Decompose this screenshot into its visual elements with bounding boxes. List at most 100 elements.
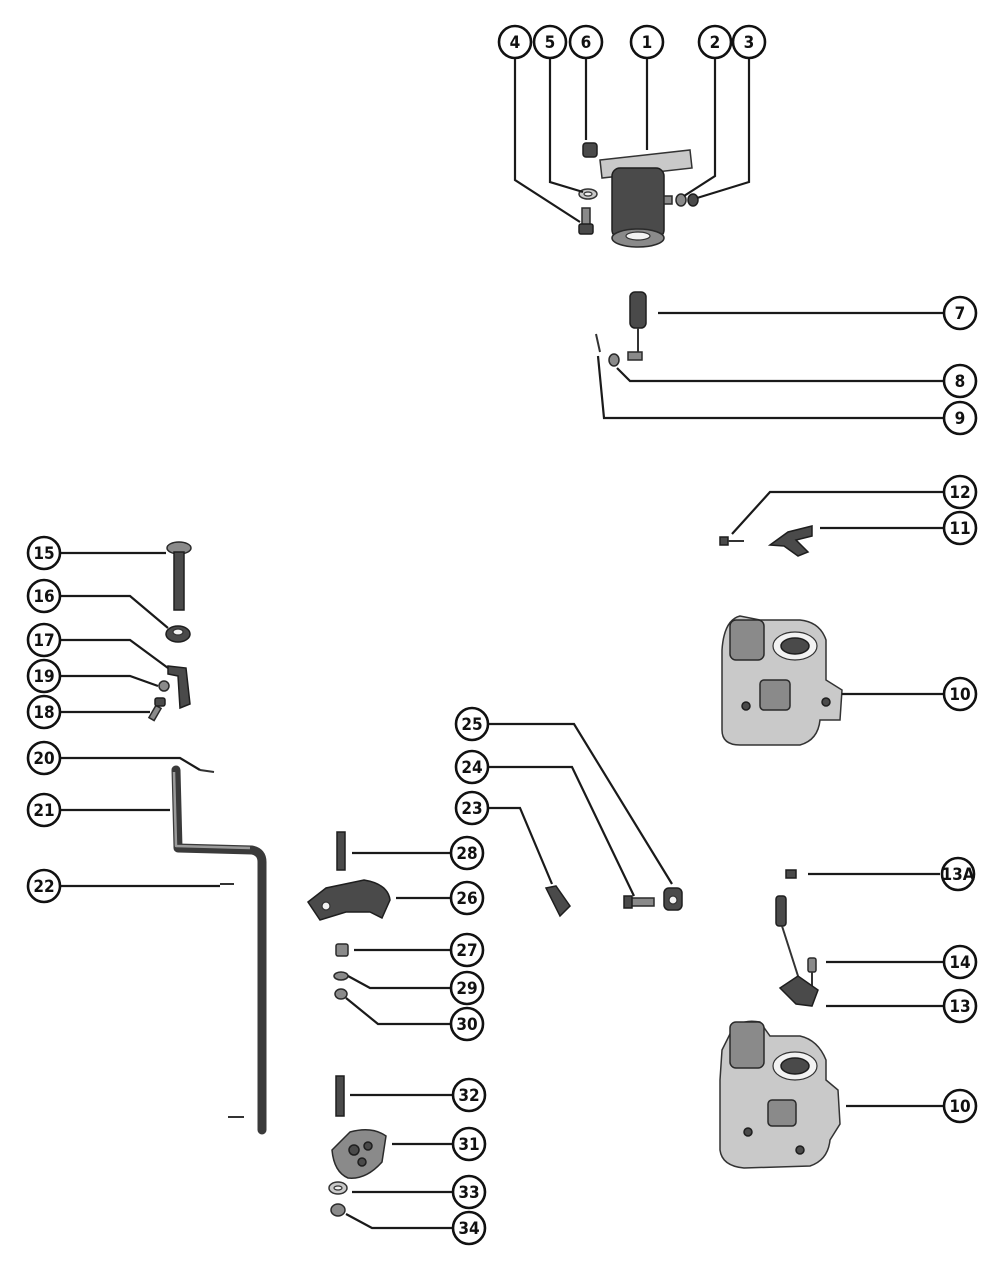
callout-32: 32 bbox=[451, 1077, 487, 1113]
callout-circle bbox=[942, 400, 978, 436]
callout-16: 16 bbox=[26, 578, 62, 614]
part-26-cam bbox=[306, 879, 391, 921]
part-23-spring bbox=[544, 885, 571, 918]
callout-circle bbox=[942, 295, 978, 331]
callout-circle bbox=[26, 622, 62, 658]
callout-number: 17 bbox=[33, 631, 54, 651]
callout-5: 5 bbox=[532, 24, 568, 60]
callout-15: 15 bbox=[26, 535, 62, 571]
callout-number: 2 bbox=[710, 33, 721, 53]
leader-19 bbox=[60, 674, 159, 688]
callout-3: 3 bbox=[731, 24, 767, 60]
callout-31: 31 bbox=[451, 1126, 487, 1162]
callout-number: 29 bbox=[456, 979, 477, 999]
callout-circle bbox=[454, 749, 490, 785]
callout-circle bbox=[26, 658, 62, 694]
callout-circle bbox=[449, 880, 485, 916]
callout-circle bbox=[451, 1174, 487, 1210]
callout-number: 30 bbox=[456, 1015, 477, 1035]
part-14-screw bbox=[807, 957, 817, 986]
leader-30 bbox=[345, 997, 450, 1026]
callout-circle bbox=[942, 363, 978, 399]
callout-number: 12 bbox=[949, 483, 970, 503]
callout-number: 10 bbox=[949, 685, 970, 705]
callout-circle bbox=[451, 1210, 487, 1246]
leader-4 bbox=[513, 58, 581, 223]
callout-4: 4 bbox=[497, 24, 533, 60]
callout-25: 25 bbox=[454, 706, 490, 742]
leader-lines bbox=[60, 58, 944, 1230]
callout-30: 30 bbox=[449, 1006, 485, 1042]
callout-19: 19 bbox=[26, 658, 62, 694]
callout-circle bbox=[568, 24, 604, 60]
callout-circle bbox=[942, 510, 978, 546]
callout-circle bbox=[942, 944, 978, 980]
callout-circle bbox=[449, 932, 485, 968]
leader-3 bbox=[696, 58, 751, 200]
callout-7: 7 bbox=[942, 295, 978, 331]
leader-2 bbox=[683, 58, 717, 197]
callout-circle bbox=[629, 24, 665, 60]
callout-number: 18 bbox=[33, 703, 54, 723]
callout-circle bbox=[451, 1077, 487, 1113]
callout-number: 27 bbox=[456, 941, 477, 961]
callout-2: 2 bbox=[697, 24, 733, 60]
part-19-nut bbox=[158, 680, 170, 692]
part-10-carburetor-lower bbox=[719, 1020, 841, 1169]
callout-circle bbox=[454, 706, 490, 742]
callout-number: 33 bbox=[458, 1183, 479, 1203]
callout-number: 4 bbox=[510, 33, 521, 53]
callout-circle bbox=[26, 740, 62, 776]
callout-number: 5 bbox=[545, 33, 556, 53]
leader-20 bbox=[60, 756, 201, 771]
callout-number: 20 bbox=[33, 749, 54, 769]
callout-circle bbox=[731, 24, 767, 60]
callout-circle bbox=[26, 868, 62, 904]
callout-number: 1 bbox=[642, 33, 653, 53]
callout-14: 14 bbox=[942, 944, 978, 980]
part-15-bolt bbox=[166, 541, 192, 611]
leader-24 bbox=[489, 765, 635, 897]
callout-number: 16 bbox=[33, 587, 54, 607]
leader-8 bbox=[616, 367, 944, 383]
callout-22: 22 bbox=[26, 868, 62, 904]
callout-number: 10 bbox=[949, 1097, 970, 1117]
callout-24: 24 bbox=[454, 749, 490, 785]
part-8-washer bbox=[608, 353, 620, 367]
part-1-housing bbox=[599, 149, 693, 248]
part-25-clamp bbox=[663, 887, 683, 911]
leader-9 bbox=[596, 355, 944, 420]
callout-number: 21 bbox=[33, 801, 54, 821]
callout-circle bbox=[26, 694, 62, 730]
callout-34: 34 bbox=[451, 1210, 487, 1246]
part-2-nut bbox=[675, 193, 687, 207]
callout-number: 13A bbox=[941, 865, 974, 885]
part-7-knob bbox=[627, 291, 647, 361]
part-20-pin bbox=[199, 769, 215, 773]
leader-34 bbox=[345, 1213, 452, 1230]
callout-number: 15 bbox=[33, 544, 54, 564]
callout-number: 3 bbox=[744, 33, 755, 53]
callout-number: 23 bbox=[461, 799, 482, 819]
callout-circle bbox=[26, 792, 62, 828]
callout-26: 26 bbox=[449, 880, 485, 916]
callout-29: 29 bbox=[449, 970, 485, 1006]
callout-number: 28 bbox=[456, 844, 477, 864]
callout-number: 24 bbox=[461, 758, 482, 778]
callout-18: 18 bbox=[26, 694, 62, 730]
part-4-bolt bbox=[578, 207, 594, 235]
callout-12: 12 bbox=[942, 474, 978, 510]
callout-6: 6 bbox=[568, 24, 604, 60]
part-27-nut bbox=[335, 943, 349, 957]
leader-25 bbox=[489, 722, 673, 885]
part-18-screw bbox=[147, 697, 166, 722]
callout-number: 25 bbox=[461, 715, 482, 735]
callout-13A: 13A bbox=[940, 856, 976, 892]
callout-10: 10 bbox=[942, 1088, 978, 1124]
leader-17 bbox=[60, 638, 169, 669]
callout-number: 34 bbox=[458, 1219, 479, 1239]
part-13A-screw bbox=[785, 869, 797, 879]
part-24-screw bbox=[623, 895, 655, 909]
